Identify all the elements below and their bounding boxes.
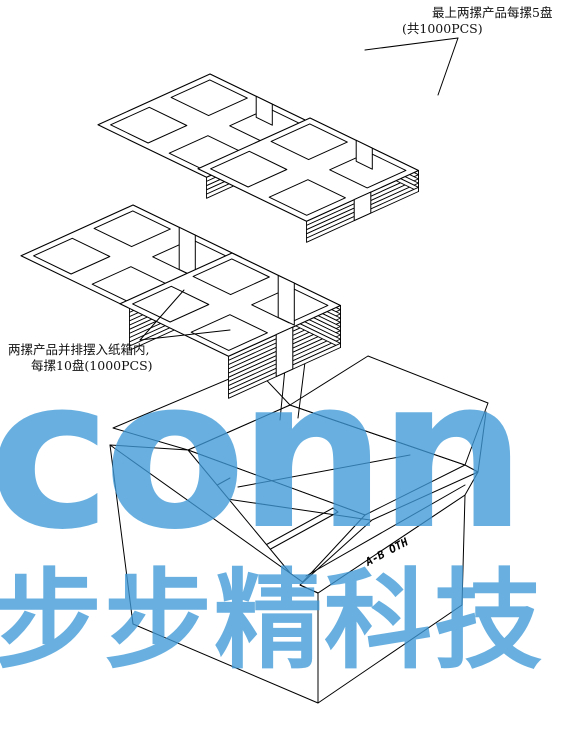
- carton-back-right-flap: [289, 355, 489, 466]
- middle-label-pointers: [139, 289, 231, 341]
- tray-pocket: [190, 314, 268, 351]
- tray-stacks: [20, 73, 420, 399]
- carton-box: [109, 355, 489, 704]
- tray-pocket: [170, 79, 248, 117]
- strap-band-side: [353, 191, 372, 222]
- guide-line-right: [297, 361, 306, 419]
- top-stack-label-line1: 最上两摞产品每摞5盘: [432, 5, 553, 20]
- strap-band-front: [255, 95, 273, 126]
- top-stack-label-line2: (共1000PCS): [402, 21, 483, 36]
- tray-pocket: [93, 210, 171, 248]
- tray-pocket: [329, 151, 407, 189]
- middle-stack-label-line1: 两摞产品并排摆入纸箱内,: [8, 342, 150, 357]
- tray-pocket: [268, 179, 346, 216]
- strap-band-front: [178, 226, 196, 278]
- strap-band-front: [277, 274, 295, 326]
- middle-stack-right: [119, 252, 342, 399]
- strap-band-side: [275, 326, 294, 378]
- top-stack-right: [197, 117, 420, 243]
- tray-pocket: [192, 258, 270, 296]
- strap-band-front: [355, 139, 373, 170]
- tray-pocket: [33, 237, 111, 275]
- tray-pocket: [210, 150, 288, 188]
- tray-pocket: [270, 123, 348, 161]
- middle-stack-label-line2: 每摞10盘(1000PCS): [31, 358, 153, 373]
- tray-pocket: [132, 285, 210, 323]
- top-label-pointers: [364, 37, 459, 96]
- tray-pocket: [110, 106, 188, 144]
